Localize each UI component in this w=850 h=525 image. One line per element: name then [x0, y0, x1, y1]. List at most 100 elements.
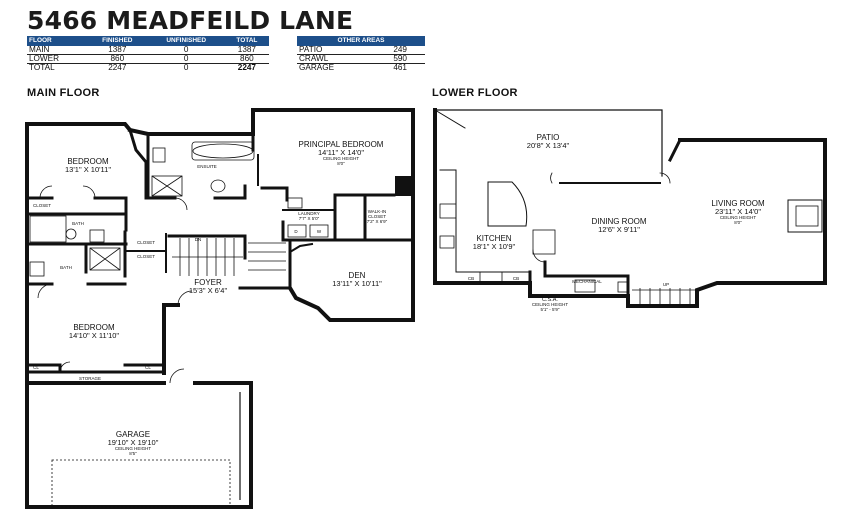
cell: PATIO	[297, 46, 366, 55]
cell: 860	[87, 54, 148, 64]
cell: 2247	[108, 63, 127, 72]
main-floor-labels: PRINCIPAL BEDROOM 14'11" X 14'0" CEILING…	[33, 140, 388, 456]
main-outer-wall	[287, 285, 415, 322]
room-name: DINING ROOM	[591, 217, 646, 226]
cell: CRAWL	[297, 54, 366, 64]
room-name: CLOSET	[137, 254, 155, 259]
cell: 249	[365, 46, 425, 55]
stove-icon	[439, 203, 457, 219]
wall	[25, 212, 128, 232]
cell: MAIN	[27, 46, 88, 55]
wall	[667, 137, 683, 163]
cabinet-label: CB	[513, 276, 519, 281]
room-note: CEILING HEIGHT	[720, 215, 757, 220]
room-note: 8'0"	[734, 220, 742, 225]
door-arc	[659, 172, 671, 184]
bathtub-icon	[29, 215, 67, 243]
room-dim: 14'10" X 11'10"	[69, 331, 120, 340]
toilet-icon	[210, 179, 226, 193]
cell: GARAGE	[299, 63, 335, 72]
room-dim: 20'8" X 13'4"	[527, 141, 570, 150]
page-title: 5466 MEADFEILD LANE	[27, 6, 354, 35]
cell: 2247	[237, 63, 256, 72]
room-name: KITCHEN	[476, 234, 511, 243]
col-total: TOTAL	[224, 36, 269, 46]
room-note: 5'1" - 5'9"	[541, 307, 560, 312]
main-doors	[37, 185, 193, 384]
sink-icon	[439, 235, 455, 249]
cell: 0	[147, 54, 225, 64]
room-name: STORAGE	[79, 376, 101, 381]
room-name: LAUNDRY	[298, 211, 319, 216]
room-name: FOYER	[194, 278, 222, 287]
furnace-icon	[574, 279, 596, 293]
cell: TOTAL	[29, 63, 55, 72]
room-dim: 13'11" X 10'11"	[332, 279, 382, 288]
lower-floor-label: LOWER FLOOR	[432, 87, 518, 99]
other-areas-table: OTHER AREAS PATIO 249 CRAWL 590 GARAGE 4…	[297, 36, 425, 72]
room-name: PATIO	[537, 133, 560, 142]
room-dim: 7'7" X 5'0"	[299, 216, 320, 221]
dryer-icon	[287, 224, 307, 238]
room-name: ENSUITE	[197, 164, 217, 169]
room-dim: 18'1" X 10'9"	[473, 242, 516, 251]
sink-icon	[89, 229, 105, 243]
room-dim: 23'11" X 14'0"	[715, 207, 761, 216]
cell: 860	[224, 54, 269, 64]
lower-outer-wall	[433, 108, 827, 308]
floor-area-table: FLOOR FINISHED UNFINISHED TOTAL MAIN 138…	[27, 36, 269, 72]
table-row: MAIN 1387 0 1387	[27, 46, 269, 55]
cabinet-label: CB	[468, 276, 474, 281]
wall	[260, 186, 289, 202]
main-outer-wall	[25, 122, 253, 509]
room-dim: 13'1" X 10'11"	[65, 165, 111, 174]
room-dim: 15'3" X 6'4"	[189, 286, 228, 295]
room-name: PRINCIPAL BEDROOM	[299, 140, 384, 149]
room-name: LIVING ROOM	[711, 199, 765, 208]
room-name: CLOSET	[368, 214, 386, 219]
room-name: BATH	[60, 265, 72, 270]
laundry-sink-icon	[287, 197, 303, 209]
room-name: WALK-IN	[368, 209, 387, 214]
wall	[434, 109, 466, 129]
room-name: MECHANICAL	[572, 279, 602, 284]
patio-outline	[434, 109, 663, 177]
cell: 590	[365, 54, 425, 64]
door-arc	[532, 249, 546, 263]
main-outer-wall	[251, 108, 415, 322]
main-outer-wall	[162, 303, 180, 375]
col-finished: FINISHED	[87, 36, 148, 46]
cell: 0	[183, 63, 189, 72]
room-note: CEILING HEIGHT	[532, 302, 569, 307]
fireplace-block	[395, 176, 412, 196]
hot-water-icon	[617, 281, 629, 293]
main-floor-plan	[25, 108, 415, 509]
wall	[146, 132, 177, 200]
lower-stair	[632, 288, 695, 304]
fridge-icon	[479, 271, 503, 285]
room-dim: 19'10" X 19'10"	[108, 438, 159, 447]
cell: 1387	[87, 46, 148, 55]
room-name: CL	[145, 365, 151, 370]
room-name: BATH	[72, 221, 84, 226]
fireplace-icon	[787, 199, 823, 233]
room-name: BEDROOM	[67, 157, 109, 166]
cell: 0	[147, 46, 225, 55]
room-name: CLOSET	[33, 203, 51, 208]
room-note: 8'0"	[337, 161, 345, 166]
shower-icon	[151, 175, 183, 197]
table-row: GARAGE 461	[297, 64, 425, 73]
dryer-label: D	[294, 229, 298, 234]
room-name: DEN	[349, 271, 366, 280]
table-row: LOWER 860 0 860	[27, 54, 269, 64]
room-dim: 12'6" X 9'11"	[598, 225, 640, 234]
room-note: CEILING HEIGHT	[323, 156, 360, 161]
room-dim: 7'2" X 6'9"	[367, 219, 388, 224]
toilet-icon	[65, 228, 77, 240]
bathtub-icon	[192, 143, 254, 159]
room-name: C.S.A.	[542, 297, 558, 303]
main-floor-label: MAIN FLOOR	[27, 87, 100, 99]
sink-icon	[152, 147, 166, 163]
main-stair	[172, 238, 286, 276]
